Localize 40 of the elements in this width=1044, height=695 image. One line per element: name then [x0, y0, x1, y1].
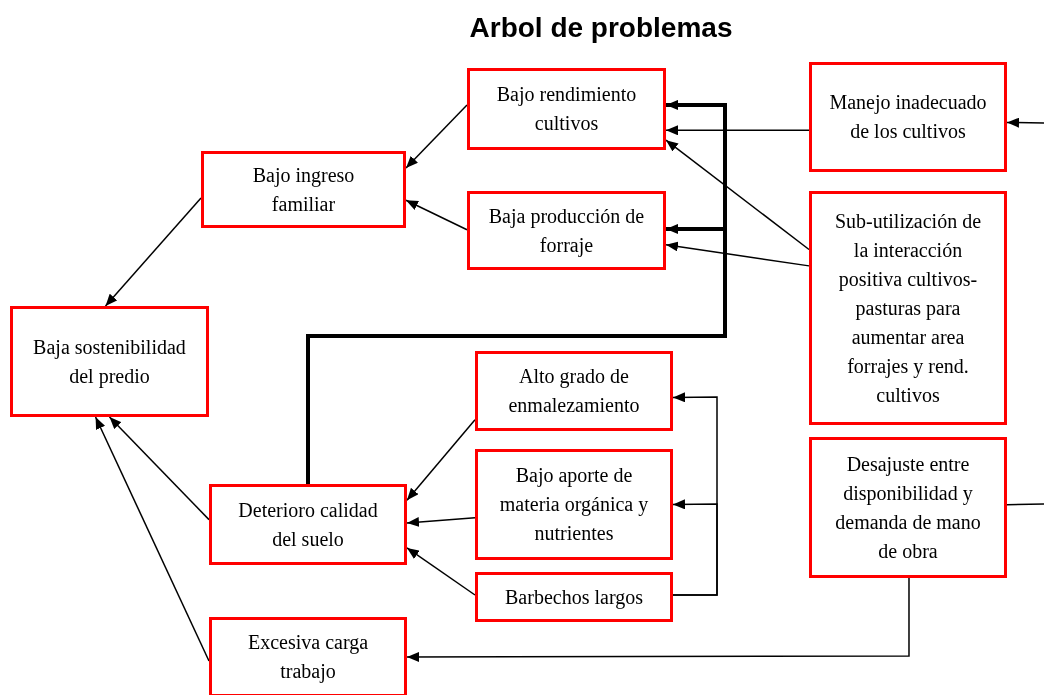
arrow: [406, 547, 476, 596]
arrow: [665, 139, 810, 251]
arrow: [665, 241, 810, 267]
arrow: [665, 125, 810, 136]
box-text: Excesiva carga trabajo: [246, 630, 370, 685]
box-text: Desajuste entre disponibilidad y demanda de mano de obra: [834, 451, 982, 564]
box-text: Manejo inadecuado de los cultivos: [828, 90, 988, 144]
arrow: [94, 416, 210, 662]
arrow: [406, 517, 476, 527]
problem-box: [209, 617, 407, 695]
box-text: Alto grado de enmalezamiento: [507, 364, 641, 418]
box-text: Sub-utilización de la interacción positiva cultivos-pasturas para aumentar area forrajes y rend. cultivos: [833, 208, 983, 408]
problem-box: [809, 437, 1007, 578]
arrow: [672, 499, 718, 596]
box-text: Bajo rendimiento cultivos: [495, 82, 638, 136]
arrow: [405, 104, 468, 169]
box-text: Baja sostenibilidad del predio: [32, 334, 187, 390]
problem-box: [467, 68, 666, 150]
box-text: Bajo ingreso familiar: [251, 162, 356, 217]
diagram-title: Arbol de problemas: [468, 12, 734, 44]
box-text: Deterioro calidad del suelo: [237, 497, 379, 552]
connector-line: [1006, 503, 1044, 506]
problem-box: [10, 306, 209, 417]
box-text: Baja producción de forraje: [487, 203, 646, 259]
problem-box: [475, 351, 673, 431]
problem-box: [809, 62, 1007, 172]
problem-box: [467, 191, 666, 270]
problem-box: [475, 449, 673, 560]
box-text: Bajo aporte de materia orgánica y nutrientes: [498, 463, 650, 546]
arrow: [405, 199, 468, 231]
arrow: [406, 419, 476, 501]
problem-box: [809, 191, 1007, 425]
arrow: [406, 577, 910, 662]
box-text: Barbechos largos: [505, 584, 643, 611]
arrow: [1006, 117, 1044, 128]
problem-box: [201, 151, 406, 228]
arrow: [108, 416, 210, 521]
problem-box: [475, 572, 673, 622]
problem-box: [209, 484, 407, 565]
arrow: [104, 197, 202, 307]
